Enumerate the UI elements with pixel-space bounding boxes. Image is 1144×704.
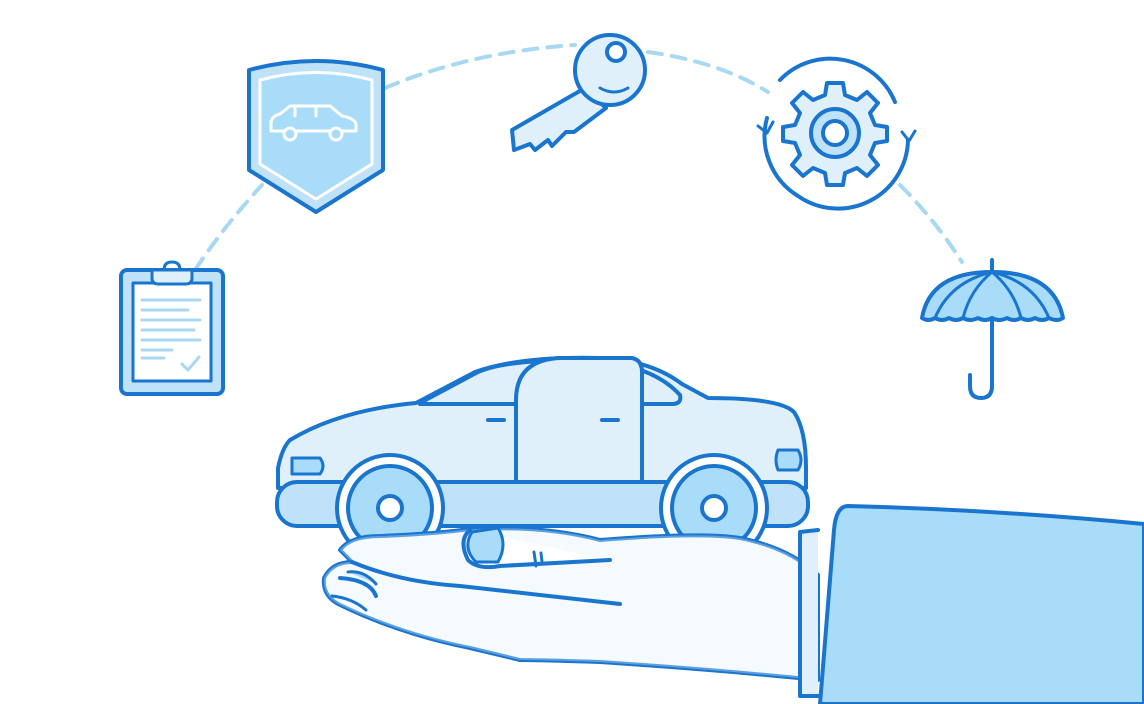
dashed-arc: [193, 43, 964, 272]
gear-refresh-icon: [756, 56, 917, 211]
car-icon: [275, 355, 810, 563]
shield-car-icon: [247, 59, 385, 214]
hand-icon: [321, 504, 1144, 704]
clipboard-icon: [119, 260, 225, 396]
car-front-wheel: [659, 453, 769, 563]
umbrella-icon: [920, 258, 1065, 400]
key-icon: [510, 33, 647, 152]
car-rear-wheel: [335, 453, 445, 563]
